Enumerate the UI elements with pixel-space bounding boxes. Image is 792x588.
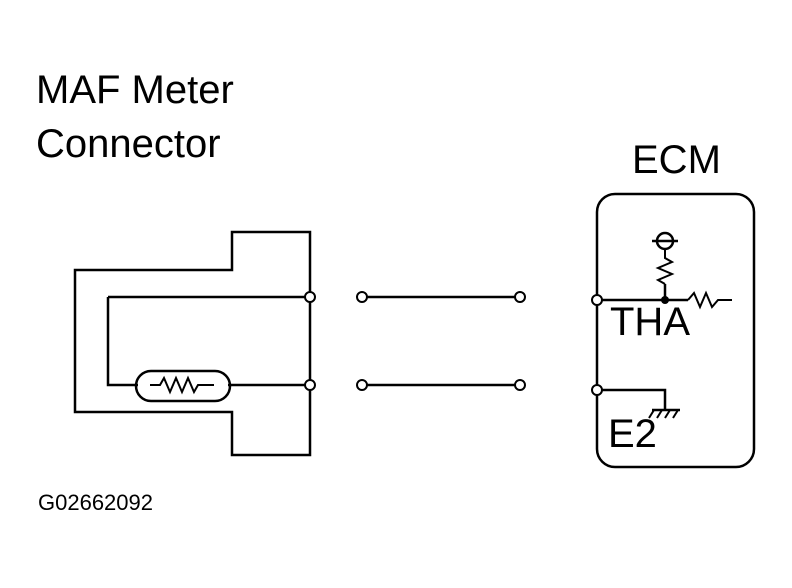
maf-internal-wire-left — [106, 297, 138, 387]
intake-air-temp-sensor — [134, 369, 232, 403]
ground-icon — [648, 409, 679, 419]
ecm-terminal-tha — [591, 294, 603, 306]
thermistor-resistor-symbol — [150, 375, 214, 395]
junction-dot — [661, 296, 669, 304]
maf-terminal-e2 — [304, 379, 316, 391]
harness-terminal-tha-right — [514, 291, 526, 303]
tha-internal-resistor — [687, 290, 732, 310]
ecm-box — [595, 192, 756, 469]
tha-terminal-label: THA — [610, 300, 690, 344]
ecm-title: ECM — [632, 138, 721, 182]
figure-code: G02662092 — [38, 490, 153, 515]
harness-terminal-tha-left — [356, 291, 368, 303]
ecm-terminal-e2 — [591, 384, 603, 396]
e2-terminal-label: E2 — [608, 412, 657, 456]
maf-terminal-tha — [304, 291, 316, 303]
maf-meter-title: MAF Meter — [36, 68, 234, 112]
pullup-resistor — [655, 250, 675, 285]
e2-internal-wire — [597, 388, 667, 410]
maf-connector-housing — [73, 230, 312, 457]
harness-terminal-e2-right — [514, 379, 526, 391]
connector-title: Connector — [36, 122, 221, 166]
harness-terminal-e2-left — [356, 379, 368, 391]
